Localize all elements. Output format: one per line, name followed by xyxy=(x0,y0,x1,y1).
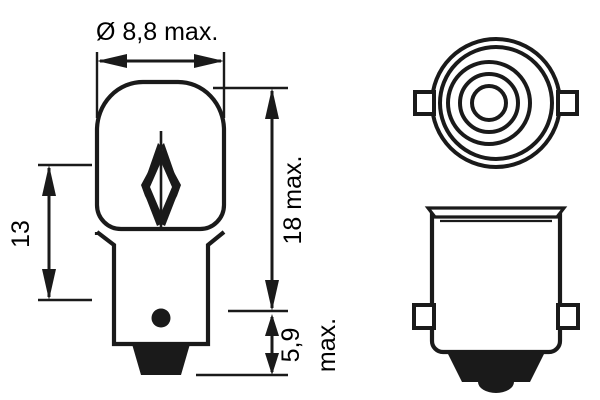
bulb-height-arrow-bottom xyxy=(42,269,56,300)
total-height-dimension-label: 18 max. xyxy=(279,156,307,245)
side-view-group xyxy=(412,206,580,393)
cap-bayonet-pin-dot xyxy=(151,308,171,328)
dimension-total-height-group: 18 max. xyxy=(213,86,307,313)
cap-shell-outline xyxy=(429,212,563,355)
total-height-arrow-bottom xyxy=(265,280,279,311)
front-view-group xyxy=(94,79,227,375)
diameter-arrow-left xyxy=(97,54,127,68)
cap-top-flange xyxy=(424,206,568,219)
cap-height-dimension-qualifier: max. xyxy=(313,318,341,372)
diameter-arrow-right xyxy=(194,54,224,68)
cap-height-arrow-bottom xyxy=(265,353,279,375)
diameter-dimension-label: Ø 8,8 max. xyxy=(96,18,218,46)
cap-height-arrow-top xyxy=(265,314,279,336)
dimension-diameter-group: Ø 8,8 max. xyxy=(95,18,226,118)
filament-solid-lower-left xyxy=(143,188,161,226)
bottom-view-group xyxy=(413,37,579,169)
side-cap-solder-notch xyxy=(478,382,514,393)
side-cap-pin-left xyxy=(412,303,436,330)
total-height-arrow-top xyxy=(265,88,279,119)
cap-bayonet-pin-left xyxy=(413,90,436,116)
side-cap-solder-contact xyxy=(447,352,545,382)
cap-solder-contact xyxy=(132,344,190,375)
filament-solid-left xyxy=(143,143,161,188)
filament-solid-lower-right xyxy=(161,188,179,226)
cap-contact-ring-inner xyxy=(470,84,508,122)
bulb-height-arrow-top xyxy=(42,165,56,196)
cap-height-dimension-value: 5,9 xyxy=(277,328,305,363)
dimension-bulb-height-group: 13 xyxy=(7,163,92,302)
dimension-cap-height-group: 5,9 max. xyxy=(196,314,341,377)
bulb-height-dimension-label: 13 xyxy=(7,220,35,248)
filament-solid-right xyxy=(161,143,179,188)
cap-bayonet-pin-right xyxy=(556,90,579,116)
side-cap-pin-right xyxy=(556,303,580,330)
